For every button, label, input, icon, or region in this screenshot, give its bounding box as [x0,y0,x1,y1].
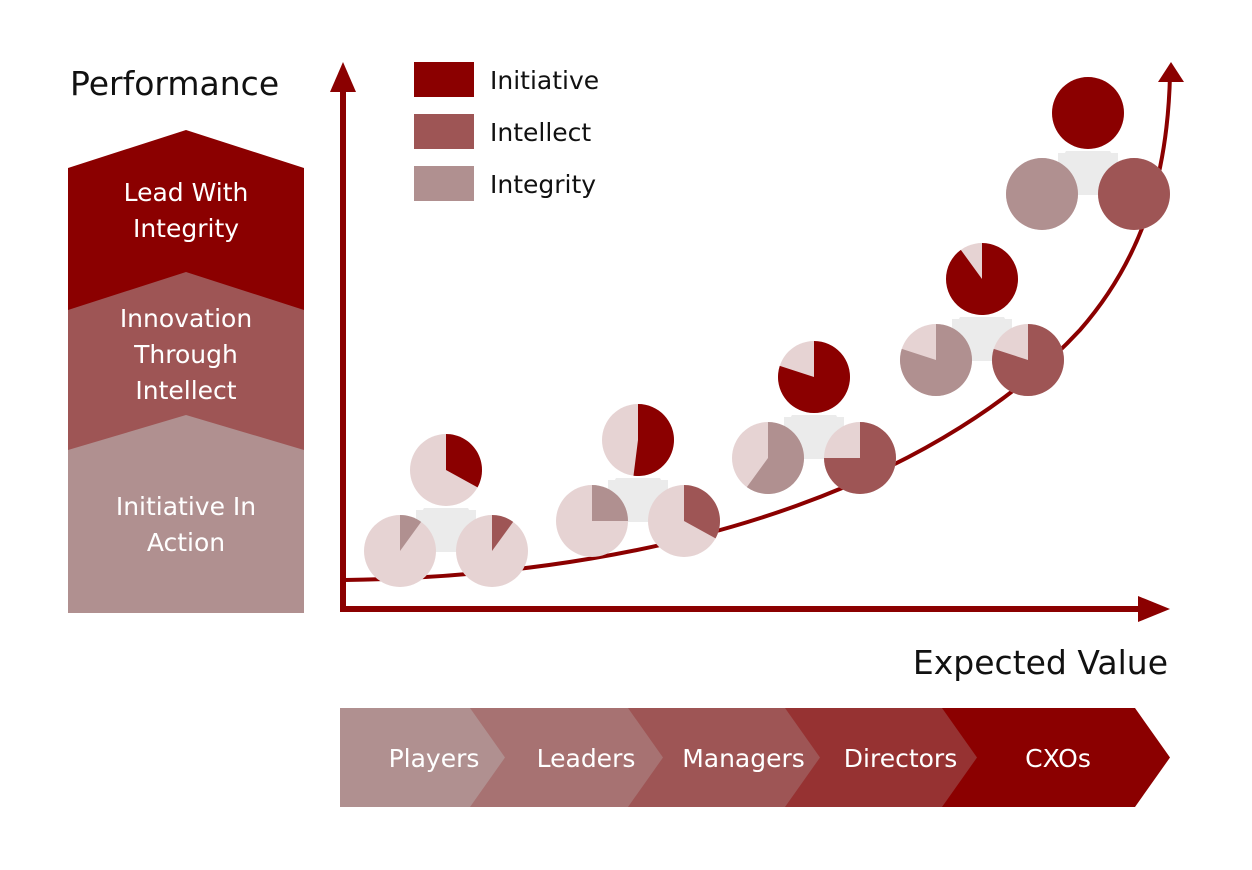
pie-group-cxos [1006,77,1170,230]
y-axis-label: Performance [70,64,279,103]
initiative-pie [410,434,482,506]
pie-slice [946,243,1019,315]
legend-swatch [414,166,474,201]
intellect-pie [992,324,1065,396]
pie-slice [400,515,422,551]
pillar-label: Action [147,528,225,557]
pillar-2 [68,272,304,450]
pie-slice [592,485,628,521]
pie-groups [364,77,1170,587]
pie-group-managers [732,341,896,494]
pillar-label: Innovation [120,304,252,333]
growth-curve [344,74,1172,582]
stage-label: Leaders [537,744,636,773]
initiative-pie [777,341,851,414]
pie-slice [492,515,514,551]
pie-group-directors [900,243,1065,397]
pillar-label: Through [133,340,238,369]
pillar-1 [68,130,304,310]
integrity-pie [1006,158,1078,230]
legend-label: Initiative [490,66,599,95]
pillar-label: Initiative In [116,492,256,521]
stage-label: Managers [682,744,805,773]
pillars-stack: Lead WithIntegrityInnovationThroughIntel… [68,130,304,613]
integrity-pie [732,422,804,494]
pie-slice [777,341,851,414]
stage-label: Directors [844,744,957,773]
x-axis-arrow-icon [1138,596,1170,622]
stage-label: Players [389,744,480,773]
pie-slice [633,404,674,476]
intellect-pie [648,485,720,557]
y-axis-arrow-icon [330,62,356,92]
stage-chevron-leaders [470,708,698,807]
stage-label: CXOs [1025,744,1091,773]
stage-chevron-cxos [942,708,1170,807]
legend-swatch [414,62,474,97]
stage-chevron-directors [785,708,1012,807]
pie-slice [992,324,1065,396]
pie-slice [1052,77,1124,149]
pie-slice [824,422,896,494]
stage-chevron-managers [628,708,855,807]
initiative-pie [946,243,1019,315]
axes [330,62,1170,622]
legend-swatch [414,114,474,149]
pie-slice [446,434,482,488]
intellect-pie [456,515,528,587]
initiative-pie [602,404,674,476]
pillar-3 [68,415,304,613]
pillar-label: Lead With [124,178,249,207]
pie-group-players [364,434,528,587]
legend-label: Integrity [490,170,596,199]
integrity-pie [556,485,628,557]
pie-slice [1098,158,1170,230]
intellect-pie [1098,158,1170,230]
initiative-pie [1052,77,1124,149]
pie-slice [900,324,972,397]
pie-slice [746,422,804,494]
pie-slice [1006,158,1078,230]
integrity-pie [900,324,972,397]
x-axis-label: Expected Value [913,643,1168,682]
curve-arrow-icon [1158,62,1184,82]
pie-slice [684,485,720,539]
pillar-label: Intellect [135,376,236,405]
pie-group-leaders [556,404,720,557]
legend-label: Intellect [490,118,591,147]
intellect-pie [824,422,896,494]
career-stages: Players Leaders Managers Directors CXOs [340,708,1170,807]
integrity-pie [364,515,436,587]
pillar-label: Integrity [133,214,239,243]
